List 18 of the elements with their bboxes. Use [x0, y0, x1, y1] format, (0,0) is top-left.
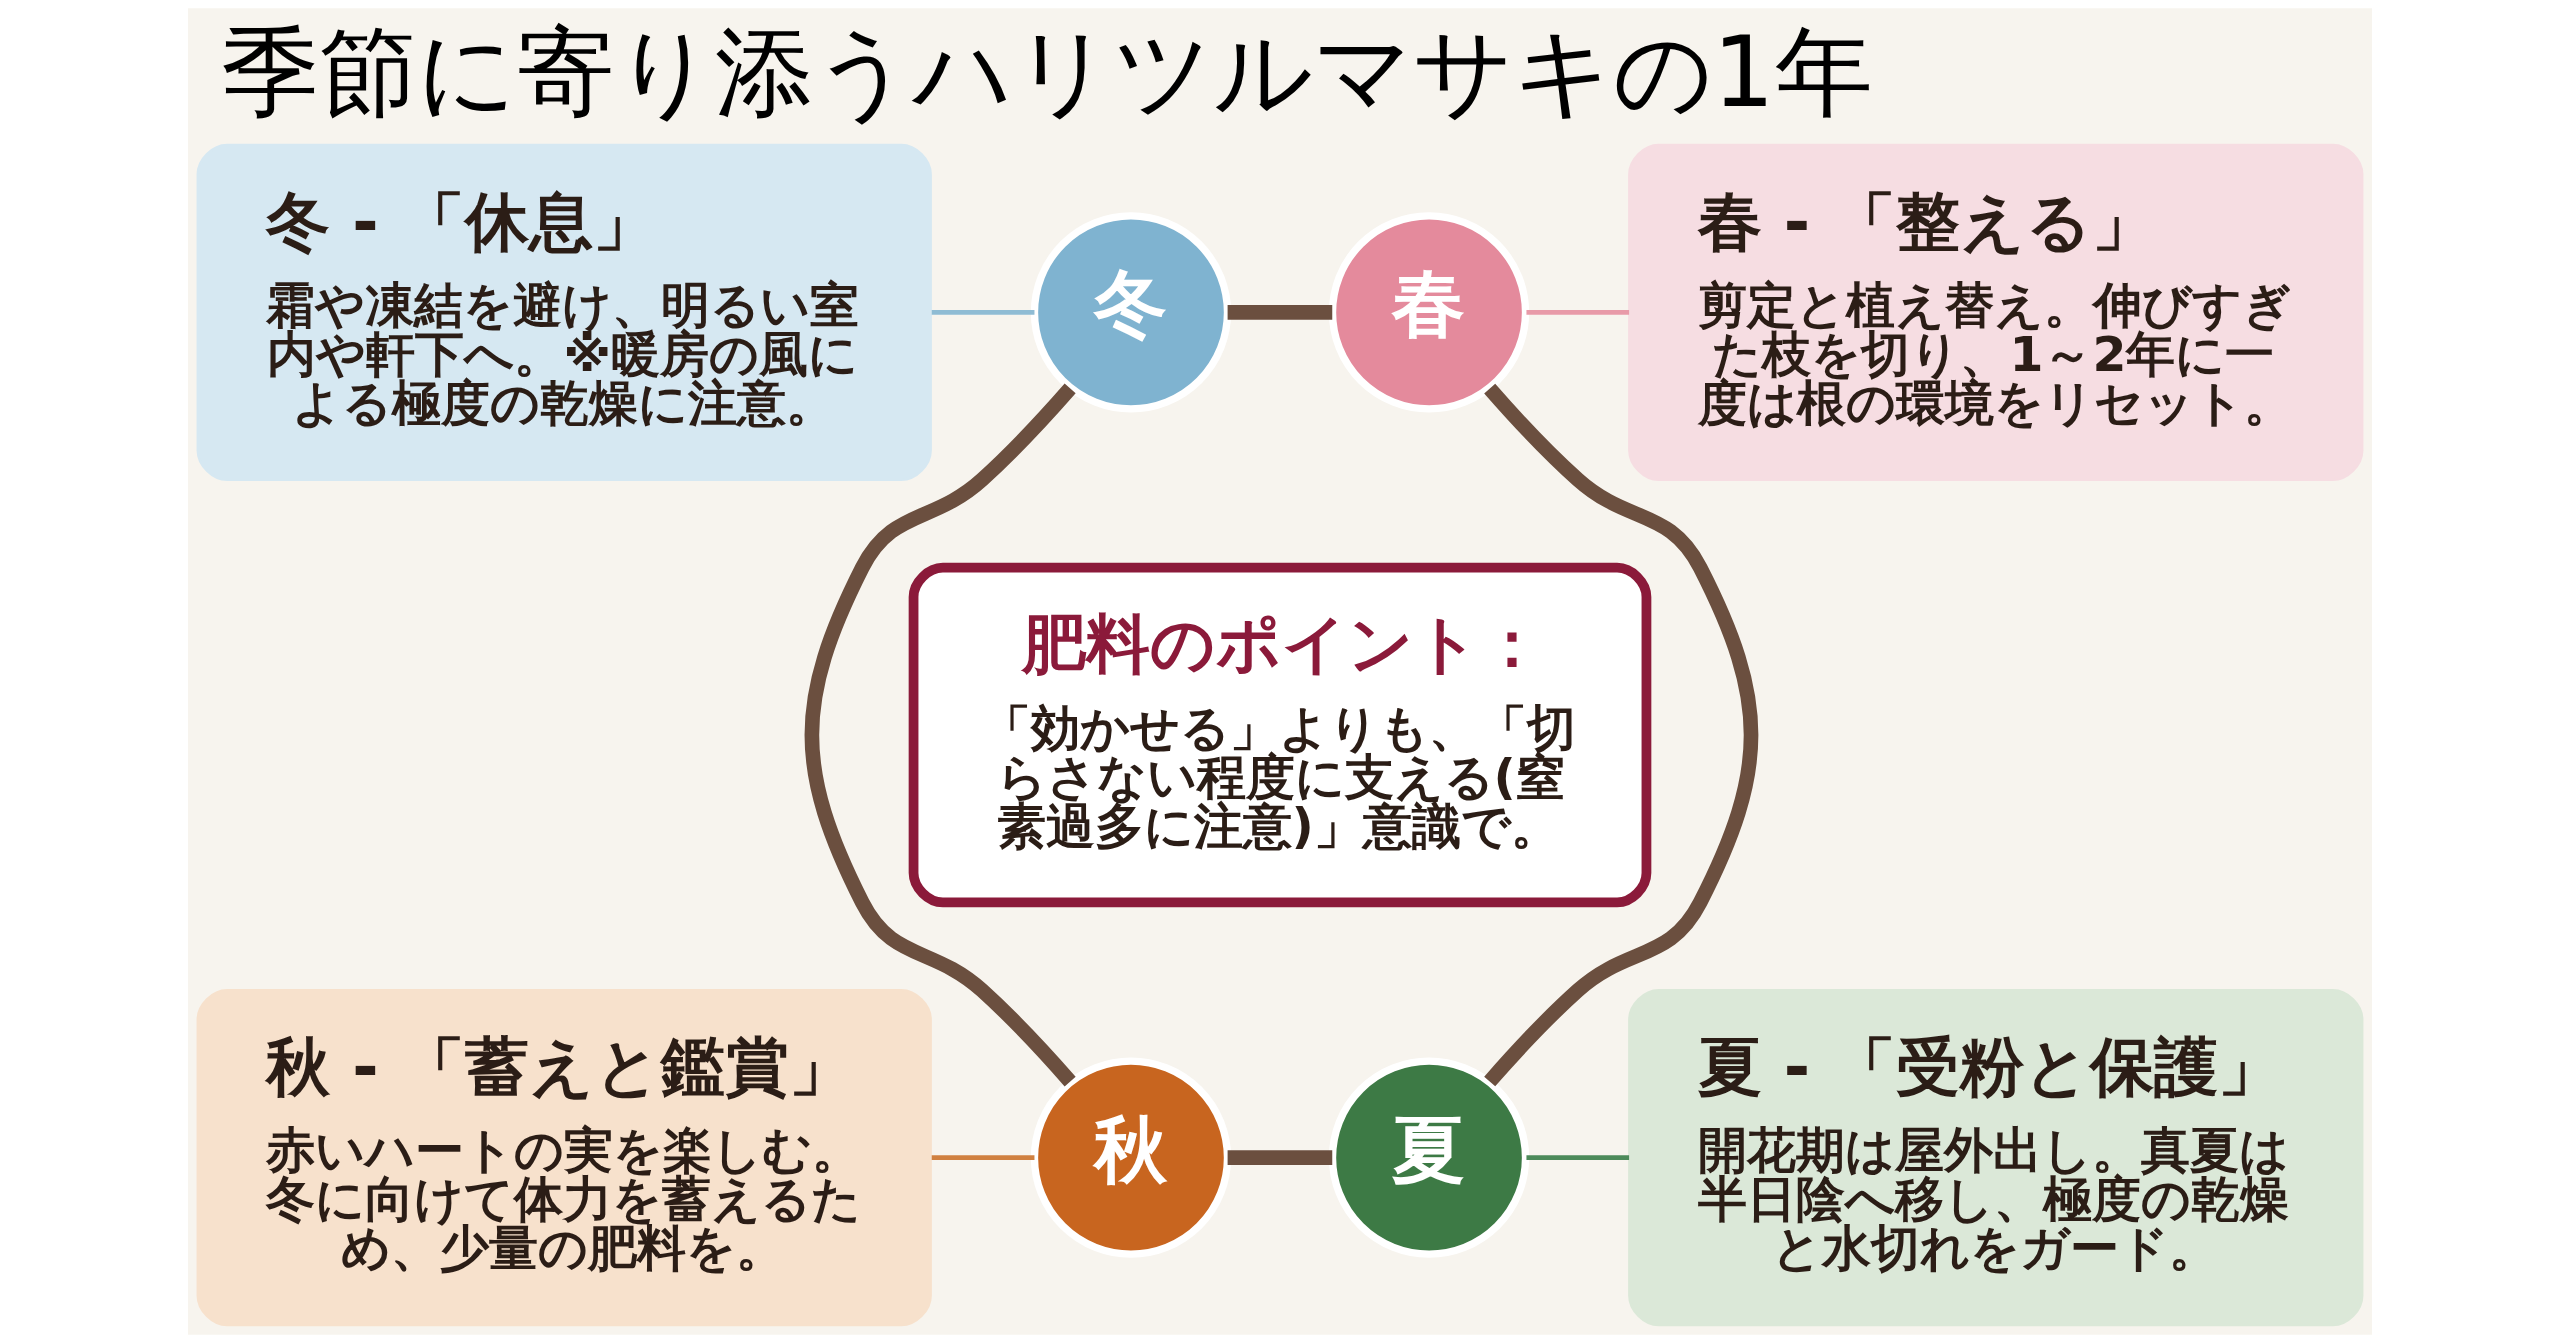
connector — [1227, 1150, 1333, 1165]
connector — [1526, 1155, 1630, 1161]
connector — [1526, 309, 1630, 315]
connector — [931, 309, 1035, 315]
node-box: 冬 - 「休息」 霜や凍結を避け、明るい室内や軒下へ。※暖房の風による極度の乾燥に注意。 — [196, 143, 932, 481]
node-circle: 冬 — [1030, 212, 1232, 413]
node-box: 肥料のポイント： 「効かせる」よりも、「切らさない程度に支える(窒素過多に注意)」意識で。 — [908, 562, 1652, 908]
node-box: 夏 - 「受粉と保護」 開花期は屋外出し。真夏は半日陰へ移し、極度の乾燥と水切れをガード。 — [1628, 989, 2364, 1327]
diagram-title: 季節に寄り添うハリツルマサキの1年 — [220, 14, 1873, 129]
connector — [1227, 305, 1333, 320]
connector — [804, 383, 1076, 1087]
node-box: 春 - 「整える」 剪定と植え替え。伸びすぎた枝を切り、1～2年に一度は根の環境をリセット。 — [1628, 143, 2364, 481]
node-circle: 秋 — [1030, 1057, 1232, 1258]
connector — [1484, 383, 1759, 1087]
connector — [931, 1155, 1035, 1161]
node-box: 秋 - 「蓄えと鑑賞」 赤いハートの実を楽しむ。冬に向けて体力を蓄えるため、少量の肥料を。 — [196, 989, 932, 1327]
node-circle: 春 — [1328, 212, 1530, 413]
node-circle: 夏 — [1328, 1057, 1530, 1258]
